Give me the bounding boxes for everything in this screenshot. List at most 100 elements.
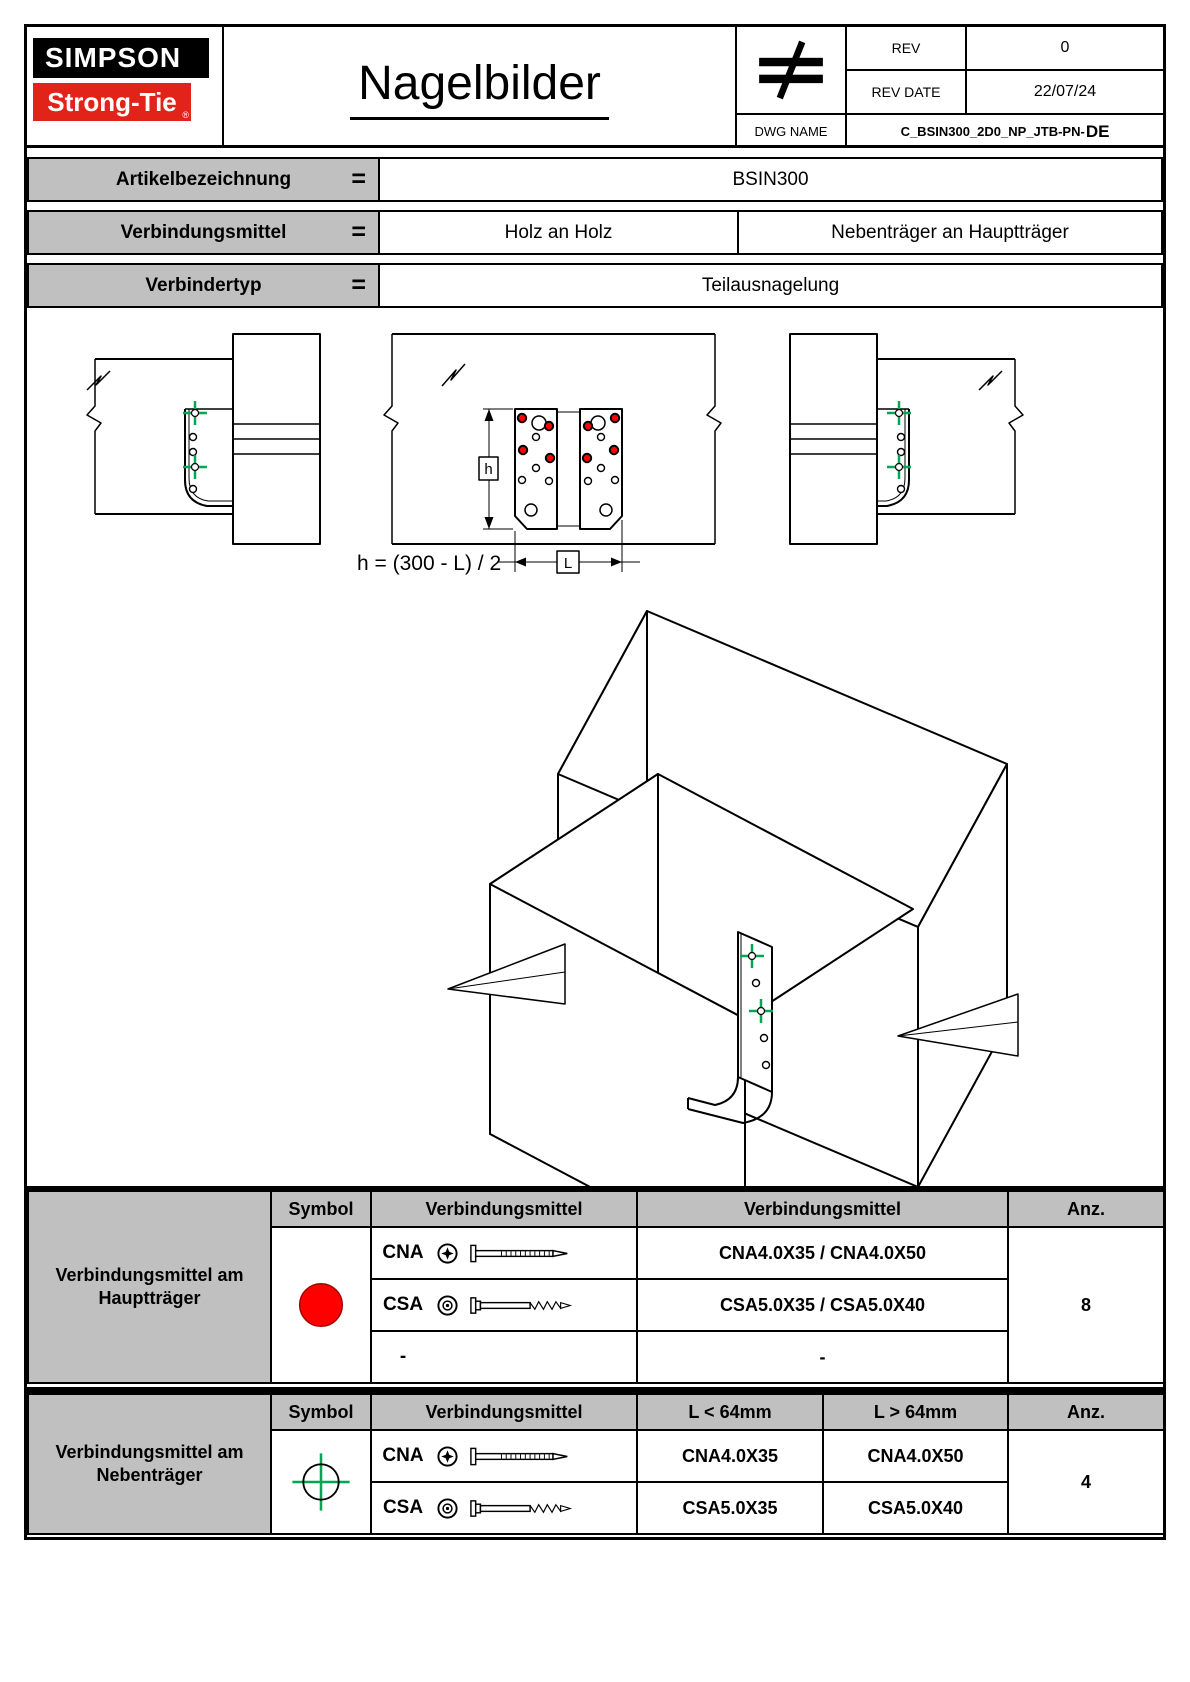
page-title: Nagelbilder bbox=[350, 56, 609, 120]
cell-type-cna: CNA bbox=[370, 1226, 638, 1280]
nebenträger-nail-marker bbox=[885, 399, 913, 427]
nail-hole bbox=[188, 447, 198, 457]
red-dot-symbol bbox=[298, 1282, 344, 1328]
verbindungsmittel-value-2: Nebenträger an Hauptträger bbox=[737, 210, 1163, 255]
dwg-name-suffix: DE bbox=[1085, 121, 1110, 141]
registered-mark: ® bbox=[182, 110, 189, 120]
col-header-verbindungsmittel-2: Verbindungsmittel bbox=[636, 1190, 1009, 1228]
fastener-table-nebentraeger: Verbindungsmittel am Nebenträger Symbol … bbox=[27, 1393, 1165, 1535]
csa-screw-icon bbox=[470, 1499, 571, 1517]
side-view-right bbox=[789, 333, 1024, 545]
col-header-symbol: Symbol bbox=[270, 1190, 372, 1228]
value-text: Nebenträger an Hauptträger bbox=[831, 221, 1069, 243]
table-separator-top bbox=[27, 1186, 1163, 1190]
nebenträger-symbol-cell bbox=[270, 1429, 372, 1535]
dwg-name-label: DWG NAME bbox=[754, 124, 828, 139]
nebenträger-beam bbox=[447, 773, 914, 1186]
dwg-name-value: C_BSIN300_2D0_NP_JTB-PN-DE bbox=[845, 115, 1163, 148]
col-header-verbindungsmittel: Verbindungsmittel bbox=[370, 1393, 638, 1431]
break-mark-icon bbox=[978, 370, 1003, 391]
csa-head-mark-icon bbox=[437, 1294, 458, 1316]
break-line bbox=[1008, 359, 1024, 514]
nebenträger-nail-marker bbox=[181, 399, 209, 427]
revision-block: REV 0 REV DATE 22/07/24 DWG NAME C_BSIN3… bbox=[735, 27, 1163, 148]
rev-value: 0 bbox=[965, 27, 1163, 71]
fastener-type-label: CSA bbox=[382, 1497, 424, 1518]
equals-sign: = bbox=[351, 165, 366, 193]
cell-cna-sizes: CNA4.0X35 / CNA4.0X50 bbox=[636, 1226, 1009, 1280]
hauptträger-nail-marker bbox=[516, 412, 528, 424]
nebenträger-row-label: Verbindungsmittel am Nebenträger bbox=[27, 1393, 272, 1535]
strongtie-logo-text: Strong-Tie bbox=[47, 86, 177, 117]
hauptträger-nail-marker bbox=[582, 420, 594, 432]
nail-hole bbox=[759, 1033, 769, 1043]
side-view-left bbox=[86, 333, 321, 545]
break-mark-icon bbox=[441, 363, 466, 387]
nail-hole bbox=[761, 1060, 771, 1070]
cna-nail-icon bbox=[470, 1244, 569, 1262]
equals-sign: = bbox=[351, 218, 366, 246]
fastener-type-label: CNA bbox=[382, 1242, 424, 1263]
nebenträger-nail-marker bbox=[181, 453, 209, 481]
verbindertyp-value: Teilausnagelung bbox=[378, 263, 1163, 308]
drawing-area: h L h = (300 - L) / 2 bbox=[86, 333, 1024, 1186]
col-header-anzahl: Anz. bbox=[1007, 1190, 1165, 1228]
dim-l-label: L bbox=[564, 555, 572, 572]
hanger-profile bbox=[877, 409, 910, 507]
cell-type-dash: - bbox=[370, 1330, 638, 1384]
hanger-profile bbox=[184, 409, 233, 507]
break-line bbox=[383, 334, 399, 544]
dwg-name-text: C_BSIN300_2D0_NP_JTB-PN- bbox=[900, 124, 1085, 139]
title-block-header: SIMPSON Strong-Tie ® Nagelbilder REV 0 R… bbox=[27, 27, 1163, 148]
cell-cna-long: CNA4.0X50 bbox=[822, 1429, 1009, 1483]
break-mark bbox=[447, 943, 566, 1005]
hauptträger-symbol-cell bbox=[270, 1226, 372, 1384]
cell-csa-long: CSA5.0X40 bbox=[822, 1481, 1009, 1535]
artikelbezeichnung-value: BSIN300 bbox=[378, 157, 1163, 202]
cna-head-mark-icon bbox=[437, 1445, 458, 1467]
bsin-hanger bbox=[687, 931, 775, 1124]
label-text: Verbindungsmittel bbox=[120, 221, 287, 243]
fastener-type-label: CNA bbox=[382, 1445, 424, 1466]
iso-view bbox=[447, 610, 1019, 1186]
break-mark-icon bbox=[86, 370, 111, 391]
fastener-table-haupttraeger: Verbindungsmittel am Hauptträger Symbol … bbox=[27, 1190, 1165, 1384]
strongtie-logo: Strong-Tie ® bbox=[33, 83, 191, 121]
value-text: Teilausnagelung bbox=[701, 274, 840, 296]
cell-cna-short: CNA4.0X35 bbox=[636, 1429, 824, 1483]
nebenträger-nail-marker bbox=[885, 453, 913, 481]
col-header-verbindungsmittel: Verbindungsmittel bbox=[370, 1190, 638, 1228]
break-line bbox=[706, 334, 722, 544]
title-area: Nagelbilder bbox=[222, 27, 735, 148]
artikelbezeichnung-label: Artikelbezeichnung = bbox=[27, 157, 380, 202]
col-header-l-gt-64: L > 64mm bbox=[822, 1393, 1009, 1431]
height-formula: h = (300 - L) / 2 bbox=[357, 552, 501, 575]
cell-csa-sizes: CSA5.0X35 / CSA5.0X40 bbox=[636, 1278, 1009, 1332]
dimension-l: L bbox=[497, 520, 640, 574]
equals-sign: = bbox=[351, 271, 366, 299]
cell-csa-short: CSA5.0X35 bbox=[636, 1481, 824, 1535]
value-text: Holz an Holz bbox=[504, 221, 613, 243]
csa-head-mark-icon bbox=[437, 1497, 458, 1519]
verbindungsmittel-label: Verbindungsmittel = bbox=[27, 210, 380, 255]
hanger-flange-left bbox=[514, 408, 558, 530]
info-row-verbindungsmittel: Verbindungsmittel = Holz an Holz Nebentr… bbox=[27, 210, 1163, 255]
table-row: CNA CNA4.0X35 CNA4.0X50 4 bbox=[28, 1429, 1165, 1535]
nail-hole bbox=[896, 432, 906, 442]
verbindertyp-label: Verbindertyp = bbox=[27, 263, 380, 308]
nail-hole bbox=[896, 447, 906, 457]
not-equal-projection-icon bbox=[759, 40, 823, 100]
table-row: CNA CNA4.0X35 / CNA4.0X50 8 bbox=[28, 1226, 1165, 1384]
info-row-verbindertyp: Verbindertyp = Teilausnagelung bbox=[27, 263, 1163, 308]
cell-type-csa: CSA bbox=[370, 1278, 638, 1332]
label-text: Verbindertyp bbox=[145, 274, 262, 296]
cna-head-mark-icon bbox=[437, 1242, 458, 1264]
value-text: BSIN300 bbox=[732, 168, 809, 190]
fastener-type-label: - bbox=[399, 1346, 407, 1367]
hauptträger-nail-marker bbox=[543, 420, 555, 432]
table-separator-band bbox=[27, 1387, 1163, 1393]
hauptträger-nail-marker bbox=[581, 452, 593, 464]
hanger-seat bbox=[687, 1076, 739, 1106]
break-mark bbox=[897, 993, 1019, 1057]
fastener-type-label: CSA bbox=[382, 1294, 424, 1315]
